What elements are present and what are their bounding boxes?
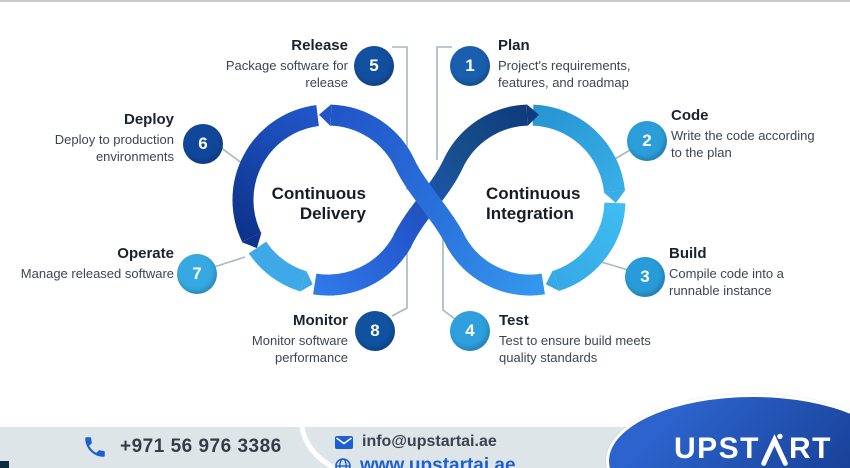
badge-number: 4: [465, 321, 475, 340]
loop-segment-test-to-release: [330, 104, 545, 296]
website-url[interactable]: www.upstartai.ae: [360, 455, 516, 468]
email-address[interactable]: info@upstartai.ae: [362, 433, 497, 450]
continuous-delivery-line1: Continuous: [271, 184, 366, 203]
label-continuous-delivery: Continuous Delivery: [272, 184, 366, 224]
connector-release: [392, 46, 408, 190]
continuous-delivery-line2: Delivery: [299, 204, 366, 223]
label-continuous-integration: Continuous Integration: [486, 184, 580, 224]
upstart-logo-text: UPST RT: [674, 431, 832, 467]
upstart-logo: UPST RT: [606, 394, 850, 468]
step-title: Plan: [498, 37, 530, 54]
logo-arrow-a-icon: [761, 433, 788, 466]
step-desc-line1: Test to ensure build meets: [499, 333, 651, 348]
step-monitor: Monitor Monitor software performance: [252, 312, 348, 366]
badge-number: 8: [370, 321, 380, 340]
step-desc-line2: environments: [95, 149, 174, 164]
badge-number: 6: [198, 134, 208, 153]
step-desc-line1: Monitor software: [251, 333, 348, 348]
step-desc-line1: Compile code into a: [669, 266, 784, 281]
badge-number: 3: [640, 267, 650, 286]
step-desc-line2: to the plan: [671, 145, 732, 160]
step-title: Build: [669, 245, 707, 262]
connector-build: [597, 260, 629, 271]
phone-number[interactable]: +971 56 976 3386: [120, 436, 282, 457]
step-desc-line1: Manage released software: [20, 266, 174, 281]
step-desc-line1: Deploy to production: [54, 132, 174, 147]
badge-number: 2: [642, 131, 652, 150]
step-desc-line1: Project's requirements,: [498, 58, 631, 73]
loop-segment-operate: [248, 241, 307, 292]
step-build: Build Compile code into a runnable insta…: [669, 245, 784, 299]
step-title: Deploy: [123, 111, 174, 128]
corner-accent: [0, 461, 9, 468]
badge-step-6: 6: [183, 124, 223, 164]
loop-segment-deploy: [232, 105, 320, 242]
step-deploy: Deploy Deploy to production environments: [55, 111, 174, 165]
logo-text-right: RT: [789, 432, 832, 465]
connector-operate: [213, 256, 246, 268]
step-desc-line2: quality standards: [499, 350, 598, 365]
arrowhead: [603, 189, 626, 203]
badge-number: 5: [369, 56, 379, 75]
step-title: Operate: [117, 245, 174, 262]
step-title: Code: [671, 107, 709, 124]
step-plan: Plan Project's requirements, features, a…: [498, 37, 631, 91]
connector-plan: [436, 46, 452, 160]
step-release: Release Package software for release: [226, 37, 348, 91]
connector-monitor: [391, 245, 408, 317]
step-code: Code Write the code according to the pla…: [671, 107, 815, 161]
step-desc-line2: runnable instance: [669, 283, 772, 298]
logo-text-left: UPST: [673, 432, 760, 465]
footer-divider-curve: [299, 427, 336, 468]
badge-step-4: 4: [450, 311, 490, 351]
step-operate: Operate Manage released software: [21, 245, 174, 282]
step-title: Test: [499, 312, 529, 329]
email-icon: [335, 435, 353, 449]
continuous-integration-line1: Continuous: [486, 184, 581, 203]
footer-divider-layer: [299, 427, 336, 468]
badge-number: 1: [465, 56, 475, 75]
step-desc-line2: features, and roadmap: [498, 75, 629, 90]
step-desc-line2: release: [305, 75, 348, 90]
loop-segment-code: [532, 104, 625, 193]
badge-step-1: 1: [450, 46, 490, 86]
badge-step-8: 8: [355, 311, 395, 351]
step-desc-line2: performance: [275, 350, 348, 365]
badge-step-2: 2: [627, 121, 667, 161]
badge-step-3: 3: [625, 257, 665, 297]
globe-icon: [335, 458, 351, 468]
arrowhead: [545, 270, 560, 292]
step-title: Monitor: [293, 312, 348, 329]
email-contact: info@upstartai.ae: [335, 433, 497, 451]
step-desc-line1: Package software for: [225, 58, 348, 73]
phone-icon: [85, 437, 105, 457]
badge-number: 7: [192, 264, 202, 283]
badge-step-7: 7: [177, 254, 217, 294]
top-border-line: [0, 0, 850, 2]
arrowhead: [319, 104, 332, 127]
arrowhead: [241, 232, 262, 249]
arrowhead: [299, 270, 313, 292]
step-desc-line1: Write the code according: [671, 128, 815, 143]
continuous-integration-line2: Integration: [486, 204, 574, 223]
step-title: Release: [291, 37, 348, 54]
badge-step-5: 5: [354, 46, 394, 86]
website-contact: www.upstartai.ae: [335, 455, 516, 468]
arrowhead: [526, 104, 539, 127]
step-test: Test Test to ensure build meets quality …: [499, 312, 651, 366]
phone-contact: +971 56 976 3386: [82, 434, 282, 460]
loop-segment-build: [552, 202, 626, 291]
connector-test: [442, 230, 456, 320]
